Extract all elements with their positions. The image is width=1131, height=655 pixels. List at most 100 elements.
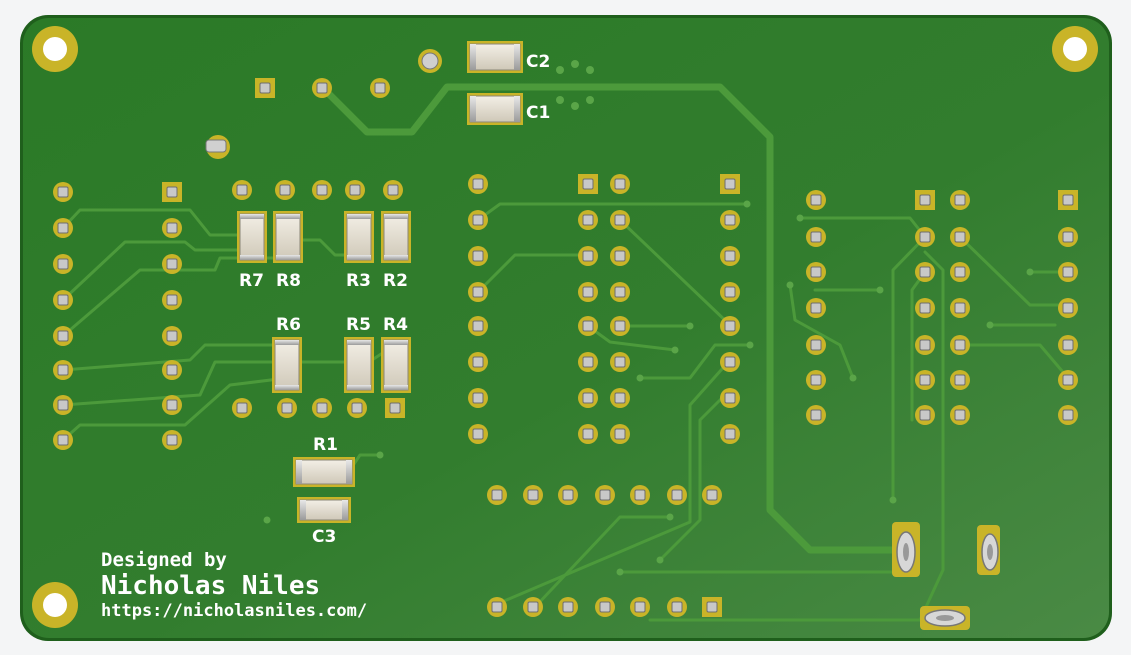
solder-pad (162, 395, 182, 415)
solder-pad (915, 190, 935, 210)
solder-pad (595, 485, 615, 505)
solder-pad (915, 370, 935, 390)
solder-pad (53, 254, 73, 274)
label-c2: C2 (526, 52, 550, 72)
smd-part (467, 41, 523, 73)
solder-pad (385, 398, 405, 418)
solder-pad (578, 388, 598, 408)
solder-pad (312, 398, 332, 418)
solder-pad (720, 210, 740, 230)
solder-pad (1058, 405, 1078, 425)
solder-pad (915, 227, 935, 247)
solder-pad (162, 326, 182, 346)
solder-pad (53, 360, 73, 380)
solder-pad (610, 210, 630, 230)
solder-pad (630, 597, 650, 617)
solder-pad (558, 485, 578, 505)
solder-pad (702, 597, 722, 617)
solder-pad (720, 316, 740, 336)
label-r1: R1 (313, 435, 338, 455)
solder-pad (468, 316, 488, 336)
solder-pad (720, 282, 740, 302)
solder-pad (370, 78, 390, 98)
solder-pad (53, 218, 73, 238)
solder-pad (915, 335, 935, 355)
solder-pad (806, 298, 826, 318)
misc-components (205, 49, 1000, 630)
solder-pad (468, 174, 488, 194)
smd-part (272, 337, 302, 393)
solder-pad (487, 485, 507, 505)
solder-pad (468, 246, 488, 266)
label-r7: R7 (239, 271, 264, 291)
solder-pad (232, 398, 252, 418)
solder-pad (162, 254, 182, 274)
solder-pad (667, 485, 687, 505)
solder-pad (720, 246, 740, 266)
solder-pad (578, 424, 598, 444)
solder-pad (162, 182, 182, 202)
smd-components (237, 41, 523, 523)
solder-pad (523, 597, 543, 617)
solder-pad (578, 210, 598, 230)
solder-pad (915, 298, 935, 318)
label-r4: R4 (383, 315, 408, 335)
solder-pad (720, 352, 740, 372)
solder-pad (523, 485, 543, 505)
designer-line1: Designed by (101, 549, 227, 571)
solder-pad (468, 424, 488, 444)
solder-pad (312, 78, 332, 98)
solder-pad (950, 370, 970, 390)
solder-pad (162, 430, 182, 450)
solder-pad (950, 335, 970, 355)
solder-pad (53, 182, 73, 202)
solder-pad (53, 430, 73, 450)
solder-pad (275, 180, 295, 200)
label-r5: R5 (346, 315, 371, 335)
solder-pad (468, 210, 488, 230)
solder-pad (806, 190, 826, 210)
solder-pad (950, 227, 970, 247)
label-r6: R6 (276, 315, 301, 335)
smd-part (297, 497, 351, 523)
solder-pad (383, 180, 403, 200)
solder-pad (312, 180, 332, 200)
label-c3: C3 (312, 527, 336, 547)
smd-part (344, 337, 374, 393)
silkscreen-labels: C2 C1 R7 R8 R3 R2 R6 R5 R4 R1 C3 Designe… (101, 52, 550, 621)
smd-part (344, 211, 374, 263)
solder-pad (558, 597, 578, 617)
solder-pad (667, 597, 687, 617)
smd-part (273, 211, 303, 263)
solder-pad (806, 335, 826, 355)
smd-part (381, 211, 411, 263)
solder-pad (610, 424, 630, 444)
solder-pad (578, 174, 598, 194)
mounting-holes (32, 26, 1098, 628)
label-r3: R3 (346, 271, 371, 291)
solder-pad (610, 174, 630, 194)
solder-pad (53, 290, 73, 310)
solder-pad (578, 316, 598, 336)
solder-pad (950, 298, 970, 318)
solder-pad (720, 174, 740, 194)
solder-pad (1058, 262, 1078, 282)
solder-pad (347, 398, 367, 418)
smd-part (467, 93, 523, 125)
board-surface (23, 18, 1109, 638)
solder-pad (255, 78, 275, 98)
solder-pad (162, 360, 182, 380)
solder-pad (468, 352, 488, 372)
label-c1: C1 (526, 103, 550, 123)
vias (263, 60, 1034, 576)
solder-pad (950, 190, 970, 210)
solder-pad (1058, 370, 1078, 390)
solder-pad (1058, 298, 1078, 318)
solder-pad (702, 485, 722, 505)
solder-pad (806, 370, 826, 390)
solder-pad (53, 326, 73, 346)
copper-traces (61, 83, 1070, 622)
solder-pad (53, 395, 73, 415)
solder-pad (806, 262, 826, 282)
